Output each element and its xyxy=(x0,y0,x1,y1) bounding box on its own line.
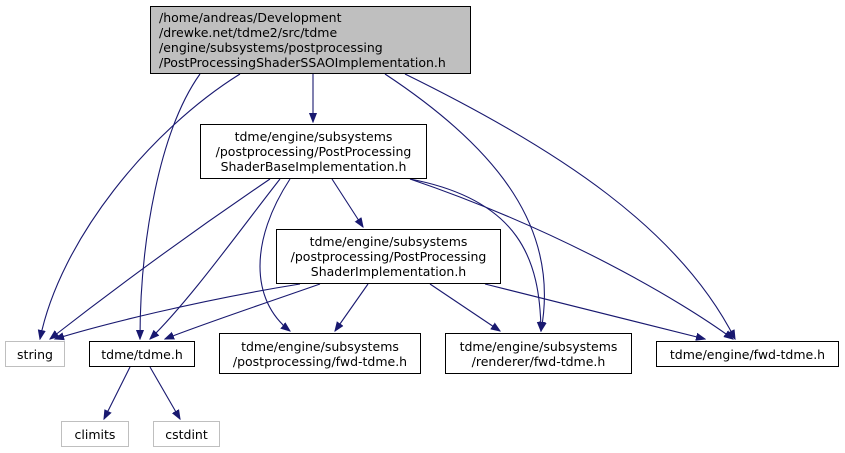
node-climits[interactable]: climits xyxy=(61,421,129,447)
edge-root-to-efwd xyxy=(404,73,735,339)
edge-base-to-tdmeh xyxy=(150,178,281,339)
node-engine-fwd[interactable]: tdme/engine/fwd-tdme.h xyxy=(656,341,839,367)
edge-base-to-ppfwd xyxy=(259,178,290,331)
edge-impl-to-tdmeh xyxy=(165,283,321,339)
edge-tdmeh-to-cstdint xyxy=(149,366,180,419)
node-postprocessing-fwd[interactable]: tdme/engine/subsystems /postprocessing/f… xyxy=(219,333,421,374)
node-cstdint[interactable]: cstdint xyxy=(153,421,220,447)
edge-base-to-efwd xyxy=(409,178,733,339)
edge-root-to-rfwd xyxy=(384,73,544,331)
node-tdme-h[interactable]: tdme/tdme.h xyxy=(89,341,195,367)
edge-impl-to-string xyxy=(55,283,301,339)
edge-impl-to-rfwd xyxy=(429,283,500,331)
edge-tdmeh-to-climits xyxy=(104,366,131,419)
edge-base-to-impl xyxy=(331,178,363,227)
node-string[interactable]: string xyxy=(5,341,65,367)
node-root-header[interactable]: /home/andreas/Development /drewke.net/td… xyxy=(150,6,471,74)
node-renderer-fwd[interactable]: tdme/engine/subsystems /renderer/fwd-tdm… xyxy=(445,333,632,374)
node-base-implementation-header[interactable]: tdme/engine/subsystems /postprocessing/P… xyxy=(200,124,427,179)
edge-base-to-rfwd xyxy=(409,178,541,331)
node-implementation-header[interactable]: tdme/engine/subsystems /postprocessing/P… xyxy=(276,229,501,284)
edge-impl-to-ppfwd xyxy=(335,283,369,331)
edge-base-to-string xyxy=(50,178,271,339)
edge-root-to-tdmeh xyxy=(140,73,201,339)
edge-root-to-string xyxy=(40,73,241,339)
edge-impl-to-efwd xyxy=(484,283,705,339)
